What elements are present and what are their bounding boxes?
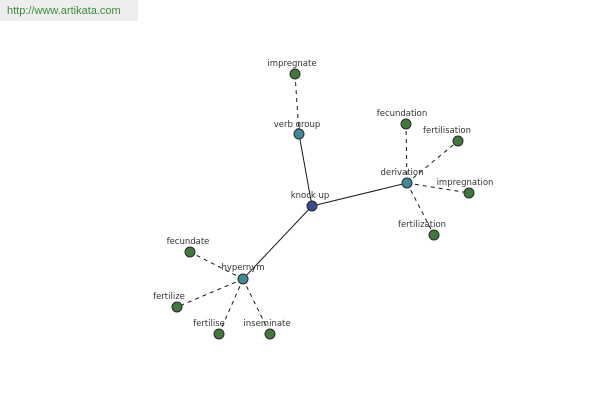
edge-impregnate_1 bbox=[294, 73, 300, 135]
edge-hypernym bbox=[242, 205, 313, 280]
label-fertilization[interactable]: fertilization bbox=[398, 220, 446, 230]
site-url-link[interactable]: http://www.artikata.com bbox=[7, 5, 121, 17]
edge-fecundation bbox=[405, 123, 408, 184]
edge-fertilization bbox=[406, 182, 435, 236]
label-impregnate-1[interactable]: impregnate bbox=[267, 59, 316, 69]
graph-nodes bbox=[171, 68, 475, 340]
node-fecundation[interactable] bbox=[400, 118, 412, 130]
node-fertilization[interactable] bbox=[428, 229, 440, 241]
edge-fertilize bbox=[176, 278, 244, 308]
edge-derivation bbox=[311, 182, 408, 207]
edge-fecundate bbox=[189, 251, 244, 280]
edge-verb_group bbox=[298, 133, 313, 207]
node-fertilise[interactable] bbox=[213, 328, 225, 340]
label-inseminate[interactable]: inseminate bbox=[243, 319, 290, 329]
url-bar: http://www.artikata.com bbox=[0, 0, 138, 21]
node-knock-up[interactable] bbox=[306, 200, 318, 212]
label-derivation[interactable]: derivation bbox=[380, 168, 423, 178]
edge-impregnation bbox=[406, 182, 470, 194]
graph-labels: knock up verb group derivation hypernym impr… bbox=[153, 59, 493, 329]
edge-fertilisation bbox=[406, 140, 459, 184]
node-impregnation[interactable] bbox=[463, 187, 475, 199]
label-hypernym[interactable]: hypernym bbox=[221, 263, 264, 273]
edge-inseminate bbox=[242, 278, 271, 335]
label-fertilise[interactable]: fertilise bbox=[193, 319, 225, 329]
node-hypernym[interactable] bbox=[237, 273, 249, 285]
label-fecundate[interactable]: fecundate bbox=[167, 237, 210, 247]
node-inseminate[interactable] bbox=[264, 328, 276, 340]
label-fertilisation[interactable]: fertilisation bbox=[423, 126, 471, 136]
node-fertilize[interactable] bbox=[171, 301, 183, 313]
node-verb-group[interactable] bbox=[293, 128, 305, 140]
label-fertilize[interactable]: fertilize bbox=[153, 292, 185, 302]
label-fecundation[interactable]: fecundation bbox=[377, 109, 428, 119]
label-impregnation[interactable]: impregnation bbox=[437, 178, 494, 188]
graph-edges bbox=[176, 73, 470, 335]
node-impregnate-1[interactable] bbox=[289, 68, 301, 80]
node-derivation[interactable] bbox=[401, 177, 413, 189]
label-knock-up[interactable]: knock up bbox=[291, 191, 330, 201]
edge-fertilise bbox=[218, 278, 244, 335]
label-verb-group[interactable]: verb group bbox=[274, 120, 321, 130]
node-fecundate[interactable] bbox=[184, 246, 196, 258]
node-fertilisation[interactable] bbox=[452, 135, 464, 147]
